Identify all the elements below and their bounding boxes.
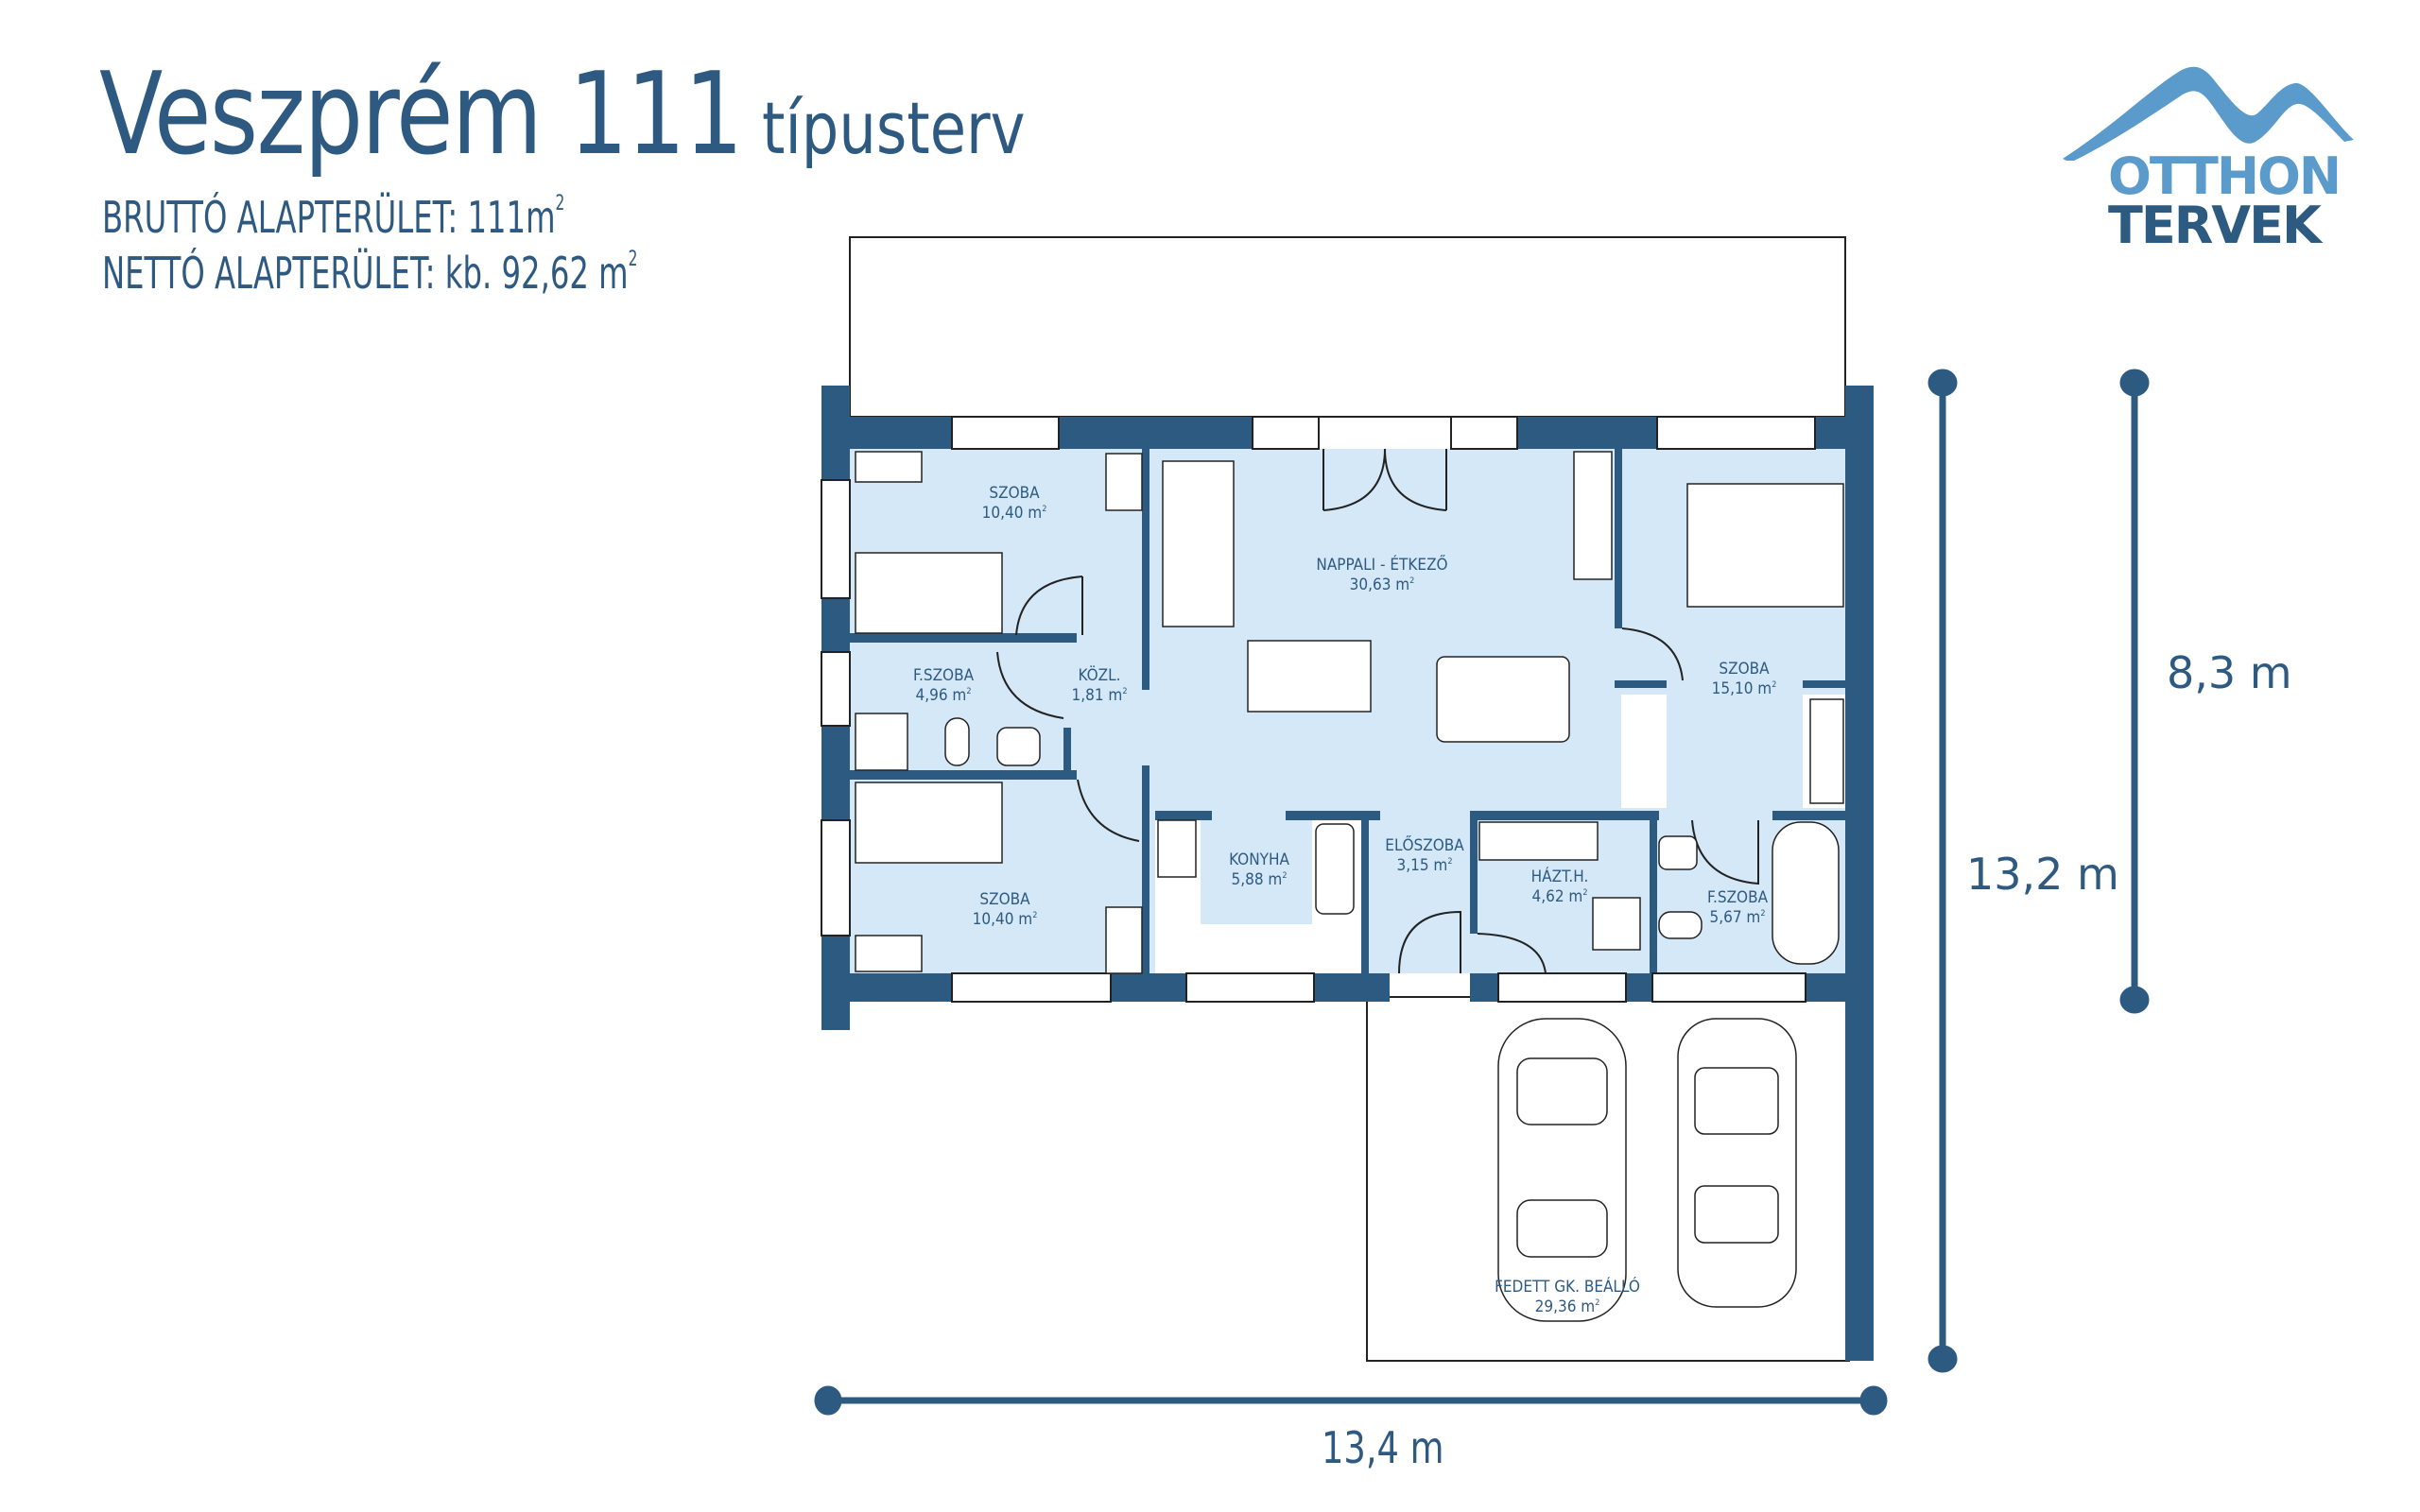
wardrobe-bottom-left bbox=[1105, 906, 1143, 974]
bed-bottom-left bbox=[855, 782, 1003, 864]
sink-left bbox=[996, 727, 1041, 766]
desk-top-left bbox=[855, 451, 923, 483]
room-label-living-dining: NAPPALI - ÉTKEZŐ 30,63 m2 bbox=[1316, 556, 1448, 595]
cars bbox=[1497, 1018, 1797, 1322]
car-right bbox=[1677, 1018, 1797, 1308]
gross-area-sup: 2 bbox=[555, 192, 565, 215]
dining-table bbox=[1436, 656, 1570, 743]
room-label-bathroom-2: F.SZOBA 5,67 m2 bbox=[1706, 888, 1769, 928]
bed-top-left bbox=[855, 552, 1003, 634]
room-label-carport: FEDETT GK. BEÁLLÓ 29,36 m2 bbox=[1495, 1278, 1640, 1317]
dimension-total-depth-label: 13,2 m bbox=[1966, 849, 2119, 900]
utility-cabinet bbox=[1478, 821, 1599, 861]
room-label-bedroom-1: SZOBA 10,40 m2 bbox=[981, 484, 1047, 524]
washing-machine bbox=[1592, 897, 1641, 951]
wardrobe-top-left bbox=[1105, 453, 1143, 511]
shower bbox=[855, 713, 908, 771]
room-label-utility: HÁZT.H. 4,62 m2 bbox=[1530, 868, 1589, 907]
windows bbox=[821, 416, 1816, 1003]
room-label-bedroom-2: SZOBA 10,40 m2 bbox=[972, 890, 1038, 930]
room-label-hallway: KÖZL. 1,81 m2 bbox=[1071, 666, 1128, 706]
dimension-lines bbox=[814, 369, 2150, 1416]
dimension-width-label: 13,4 m bbox=[1322, 1422, 1444, 1473]
room-label-kitchen: KONYHA 5,88 m2 bbox=[1229, 850, 1289, 890]
sink-right bbox=[1658, 835, 1698, 870]
wardrobe-right bbox=[1809, 698, 1844, 804]
sofa-left bbox=[1162, 460, 1235, 627]
kitchen-sink bbox=[1315, 823, 1355, 915]
mountain-icon bbox=[2063, 66, 2354, 161]
cabinet-living bbox=[1573, 451, 1613, 580]
toilet-right bbox=[1658, 911, 1703, 939]
stove bbox=[1157, 819, 1197, 878]
desk-bottom-left bbox=[855, 935, 923, 972]
terrace-outline bbox=[849, 236, 1846, 418]
room-label-bathroom-1: F.SZOBA 4,96 m2 bbox=[912, 666, 975, 706]
double-bed bbox=[1686, 483, 1844, 608]
sofa-center bbox=[1247, 640, 1372, 713]
dimension-house-depth-label: 8,3 m bbox=[2167, 647, 2292, 698]
room-label-master-bedroom: SZOBA 15,10 m2 bbox=[1711, 660, 1777, 699]
logo-text-tervek: TERVEK bbox=[2108, 196, 2322, 255]
doors bbox=[996, 448, 1759, 974]
net-area-label: NETTÓ ALAPTERÜLET: kb. 92,62 m bbox=[102, 248, 629, 299]
gross-area-line: BRUTTÓ ALAPTERÜLET: 111m2 bbox=[102, 192, 565, 240]
plan-title-sub: típusterv bbox=[762, 86, 1026, 170]
furniture bbox=[855, 451, 1844, 974]
gross-area-label: BRUTTÓ ALAPTERÜLET: 111m bbox=[102, 192, 556, 243]
room-label-entrance: ELŐSZOBA 3,15 m2 bbox=[1385, 836, 1464, 876]
car-left bbox=[1497, 1018, 1627, 1322]
bathtub bbox=[1772, 821, 1840, 965]
plan-title-main: Veszprém 111 bbox=[99, 49, 743, 180]
otthon-tervek-logo: OTTHON TERVEK bbox=[2061, 57, 2363, 251]
net-area-sup: 2 bbox=[628, 248, 638, 271]
net-area-line: NETTÓ ALAPTERÜLET: kb. 92,62 m2 bbox=[102, 248, 638, 296]
carport-outline bbox=[1366, 996, 1850, 1362]
toilet-left bbox=[944, 717, 970, 766]
logo-text-otthon: OTTHON bbox=[2108, 146, 2342, 206]
